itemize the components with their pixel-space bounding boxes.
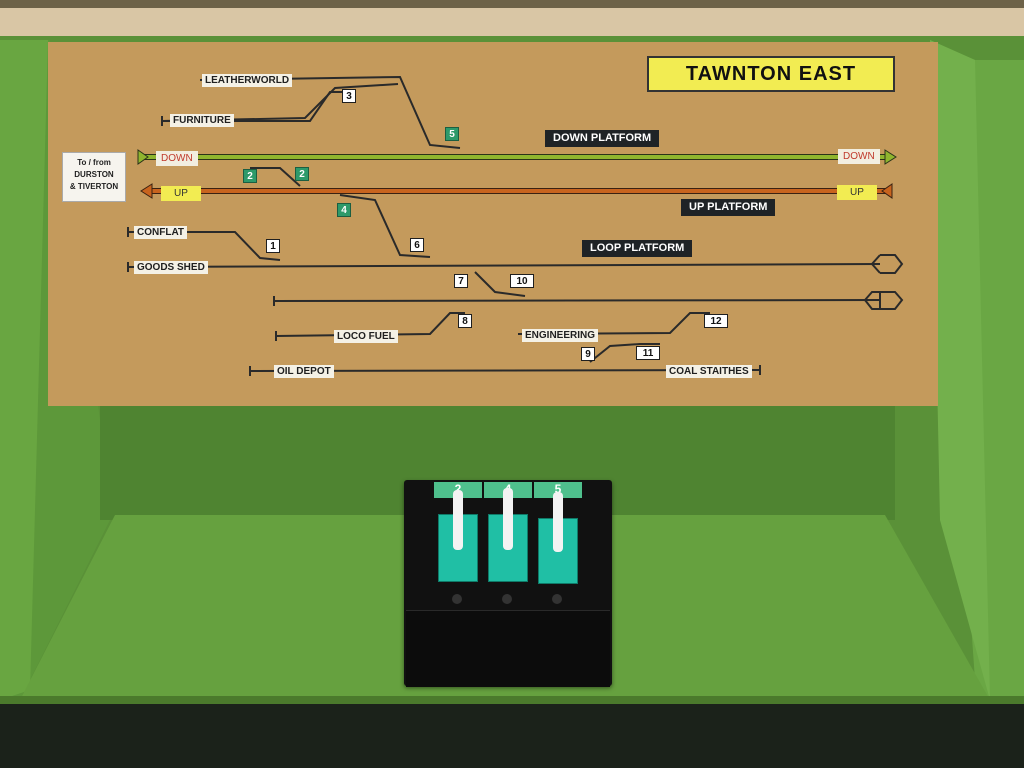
siding-leatherworld: LEATHERWORLD — [202, 74, 293, 87]
lever-frame-front — [406, 610, 610, 687]
siding-goods-shed: GOODS SHED — [134, 261, 208, 274]
siding-coal-staithes: COAL STAITHES — [666, 365, 752, 378]
lever-5-number: 5 — [554, 482, 562, 496]
lever-handle-icon — [503, 488, 513, 550]
siding-furniture: FURNITURE — [170, 114, 234, 127]
down-line-tag-left: DOWN — [156, 151, 198, 166]
lever-4-screw — [502, 594, 512, 604]
point-4: 4 — [337, 203, 351, 217]
lever-5-number-plate: 5 — [534, 482, 582, 498]
siding-oil-depot: OIL DEPOT — [274, 365, 334, 378]
loop-platform-label: LOOP PLATFORM — [582, 240, 693, 257]
to-from-line-1: To / from — [77, 158, 111, 167]
point-1: 1 — [266, 239, 280, 253]
point-2a: 2 — [243, 169, 257, 183]
lever-2[interactable]: 2 — [434, 480, 482, 610]
point-5: 5 — [445, 127, 459, 141]
point-12: 12 — [704, 314, 728, 328]
lever-5-screw — [552, 594, 562, 604]
up-line-tag-right: UP — [837, 185, 877, 200]
track-diagram-board — [48, 42, 938, 406]
crossover-arrow-icon — [863, 254, 904, 310]
up-platform-label: UP PLATFORM — [681, 199, 776, 216]
point-7: 7 — [454, 274, 468, 288]
up-line-tag-left: UP — [161, 186, 201, 201]
station-title: TAWNTON EAST — [647, 56, 895, 92]
lever-5[interactable]: 5 — [534, 480, 582, 610]
point-9: 9 — [581, 347, 595, 361]
lever-frame: 2 4 5 — [404, 480, 612, 687]
lever-4[interactable]: 4 — [484, 480, 532, 610]
down-line-tag-right: DOWN — [838, 149, 880, 164]
point-10: 10 — [510, 274, 534, 288]
lever-handle-icon — [553, 492, 563, 552]
down-platform-label: DOWN PLATFORM — [545, 130, 660, 147]
point-11: 11 — [636, 346, 660, 360]
lever-2-screw — [452, 594, 462, 604]
lever-handle-icon — [453, 490, 463, 550]
siding-loco-fuel: LOCO FUEL — [334, 330, 398, 343]
lever-2-number: 2 — [454, 482, 462, 496]
to-from-line-2: DURSTON — [74, 170, 114, 179]
to-from-label: To / from DURSTON & TIVERTON — [62, 152, 126, 202]
point-8: 8 — [458, 314, 472, 328]
siding-conflat: CONFLAT — [134, 226, 188, 239]
point-6: 6 — [410, 238, 424, 252]
point-2b: 2 — [295, 167, 309, 181]
point-3: 3 — [342, 89, 356, 103]
to-from-line-3: & TIVERTON — [69, 182, 119, 191]
siding-engineering: ENGINEERING — [522, 329, 599, 342]
